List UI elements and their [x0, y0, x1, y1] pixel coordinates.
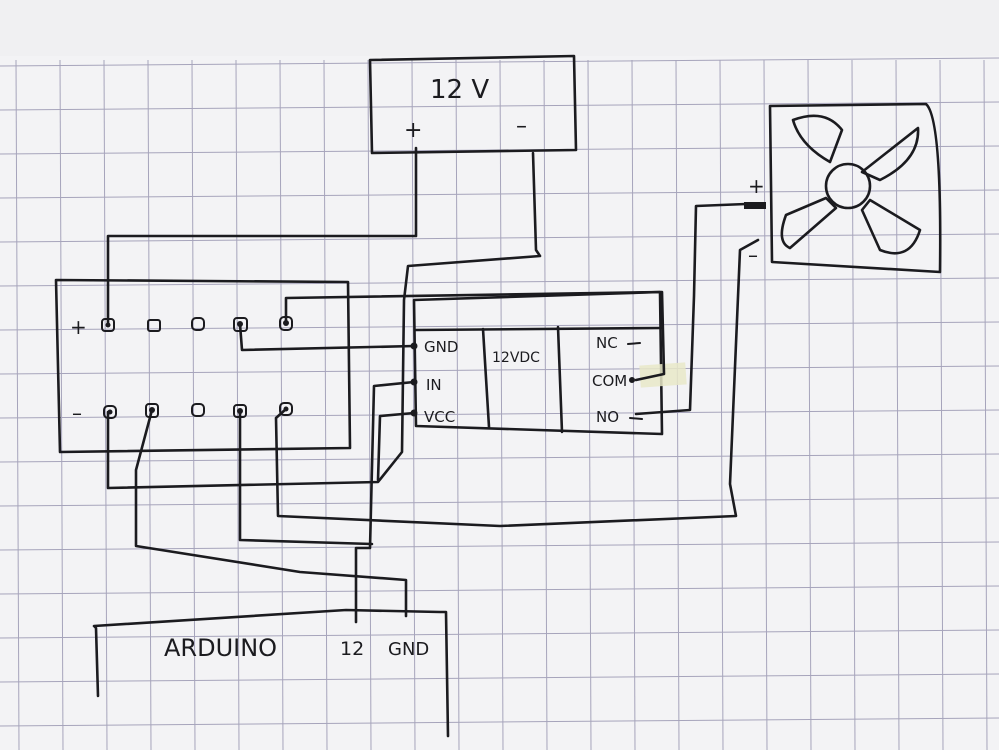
- arduino-gnd-label: GND: [388, 639, 429, 660]
- relay-vcc-label: VCC: [424, 408, 455, 426]
- wire-relay-in-to-arduino-12: [354, 380, 416, 624]
- terminal: [279, 402, 293, 416]
- fan-minus-label: –: [748, 243, 758, 267]
- fan-plus-lead: [744, 202, 766, 209]
- grid-line-vertical: [763, 59, 768, 750]
- fan-blade: [791, 114, 844, 164]
- grid-line-horizontal: [0, 321, 999, 331]
- grid-line-horizontal: [0, 585, 999, 595]
- fan-blade: [780, 196, 838, 250]
- fan-plus-label: +: [748, 174, 765, 198]
- fan-blade: [860, 198, 922, 255]
- power-supply-voltage-label: 12 V: [430, 75, 489, 105]
- wire-relay-no-to-fan-plus: [634, 202, 748, 416]
- relay-no-label: NO: [596, 408, 619, 426]
- power-supply-minus-label: –: [516, 114, 527, 139]
- arduino-board: ARDUINO 12 GND: [92, 608, 450, 738]
- grid-line-vertical: [939, 59, 944, 750]
- grid-line-vertical: [499, 59, 504, 750]
- grid-line-vertical: [15, 59, 20, 750]
- power-supply-plus-label: +: [404, 118, 422, 143]
- wires: [106, 146, 760, 624]
- relay-gnd-label: GND: [424, 338, 458, 356]
- grid-line-horizontal: [0, 453, 999, 463]
- wire-board-to-relay-top: [284, 290, 666, 382]
- grid-line-vertical: [631, 59, 636, 750]
- terminal: [191, 403, 205, 417]
- grid-line-horizontal: [0, 409, 999, 419]
- grid-line-horizontal: [0, 673, 999, 683]
- fan: + –: [744, 102, 942, 274]
- power-supply: 12 V + –: [368, 54, 578, 155]
- grid-line-vertical: [543, 59, 548, 750]
- arduino-pin12-label: 12: [340, 638, 364, 660]
- grid-line-horizontal: [0, 629, 999, 639]
- grid-line-vertical: [103, 59, 108, 750]
- terminal: [103, 405, 117, 419]
- graph-paper-grid: [0, 57, 999, 750]
- wire-board-lower-loop: [238, 409, 374, 546]
- relay-nc-label: NC: [596, 334, 618, 352]
- grid-line-vertical: [587, 59, 592, 750]
- grid-line-horizontal: [0, 541, 999, 551]
- grid-line-vertical: [807, 59, 812, 750]
- wire-psu-plus: [106, 146, 418, 327]
- fan-hub: [824, 162, 872, 210]
- relay-com-pin: [629, 377, 635, 383]
- grid-line-horizontal: [0, 497, 999, 507]
- paper-top-margin: [0, 0, 999, 56]
- grid-line-vertical: [59, 59, 64, 750]
- grid-line-vertical: [895, 59, 900, 750]
- grid-line-vertical: [983, 59, 988, 750]
- grid-line-horizontal: [0, 57, 999, 67]
- board-minus-label: –: [72, 401, 82, 425]
- grid-line-vertical: [675, 59, 680, 750]
- grid-line-horizontal: [0, 101, 999, 111]
- wire-board-to-fan-minus: [274, 238, 760, 528]
- terminal: [147, 319, 161, 332]
- grid-line-horizontal: [0, 277, 999, 287]
- fan-blade: [860, 126, 920, 182]
- relay-com-label: COM: [592, 372, 627, 390]
- arduino-name-label: ARDUINO: [164, 634, 277, 662]
- relay-model-label: 12VDC: [492, 350, 540, 366]
- grid-line-vertical: [719, 59, 724, 750]
- grid-line-horizontal: [0, 717, 999, 727]
- wire-board-to-arduino-gnd: [134, 408, 408, 618]
- grid-line-horizontal: [0, 233, 999, 243]
- wire-psu-minus: [106, 151, 542, 490]
- terminal: [191, 317, 205, 331]
- grid-line-horizontal: [0, 189, 999, 199]
- grid-line-vertical: [455, 59, 460, 750]
- grid-line-horizontal: [0, 365, 999, 375]
- grid-line-vertical: [851, 59, 856, 750]
- terminal: [145, 403, 159, 418]
- wire-relay-vcc: [376, 411, 416, 482]
- board-plus-label: +: [70, 315, 87, 339]
- wire-board-to-relay-gnd: [238, 322, 416, 352]
- relay-in-label: IN: [426, 376, 442, 394]
